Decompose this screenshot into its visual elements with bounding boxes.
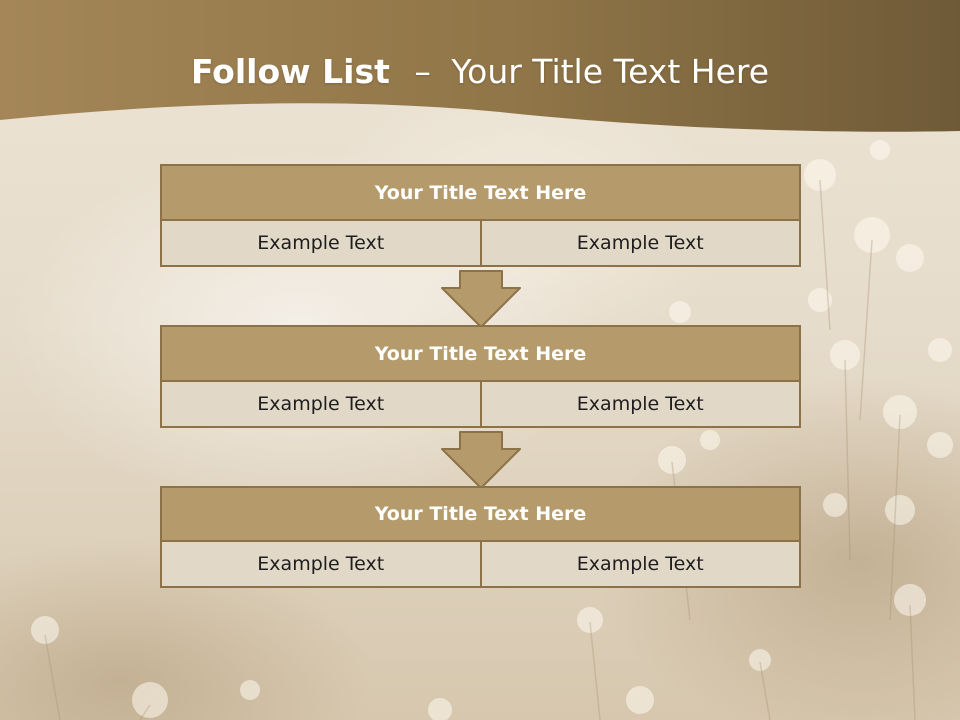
slide-title-strong: Follow List bbox=[190, 52, 390, 91]
block-cell-right: Example Text bbox=[479, 380, 801, 428]
block-title: Your Title Text Here bbox=[160, 325, 801, 382]
list-block-1: Your Title Text Here Example Text Exampl… bbox=[160, 164, 801, 267]
header-banner bbox=[0, 0, 960, 132]
down-arrow-icon bbox=[441, 431, 521, 489]
block-cell-left: Example Text bbox=[160, 540, 482, 588]
block-cell-right: Example Text bbox=[479, 540, 801, 588]
block-cell-left: Example Text bbox=[160, 219, 482, 267]
block-row: Example Text Example Text bbox=[160, 380, 801, 428]
slide-title-separator: – bbox=[414, 52, 431, 91]
block-row: Example Text Example Text bbox=[160, 219, 801, 267]
block-row: Example Text Example Text bbox=[160, 540, 801, 588]
block-title: Your Title Text Here bbox=[160, 164, 801, 221]
block-title: Your Title Text Here bbox=[160, 486, 801, 542]
list-block-3: Your Title Text Here Example Text Exampl… bbox=[160, 486, 801, 588]
block-cell-right: Example Text bbox=[479, 219, 801, 267]
list-block-2: Your Title Text Here Example Text Exampl… bbox=[160, 325, 801, 428]
slide-title: Follow List – Your Title Text Here bbox=[0, 52, 960, 91]
slide-title-rest: Your Title Text Here bbox=[451, 52, 770, 91]
block-cell-left: Example Text bbox=[160, 380, 482, 428]
down-arrow-icon bbox=[441, 270, 521, 328]
